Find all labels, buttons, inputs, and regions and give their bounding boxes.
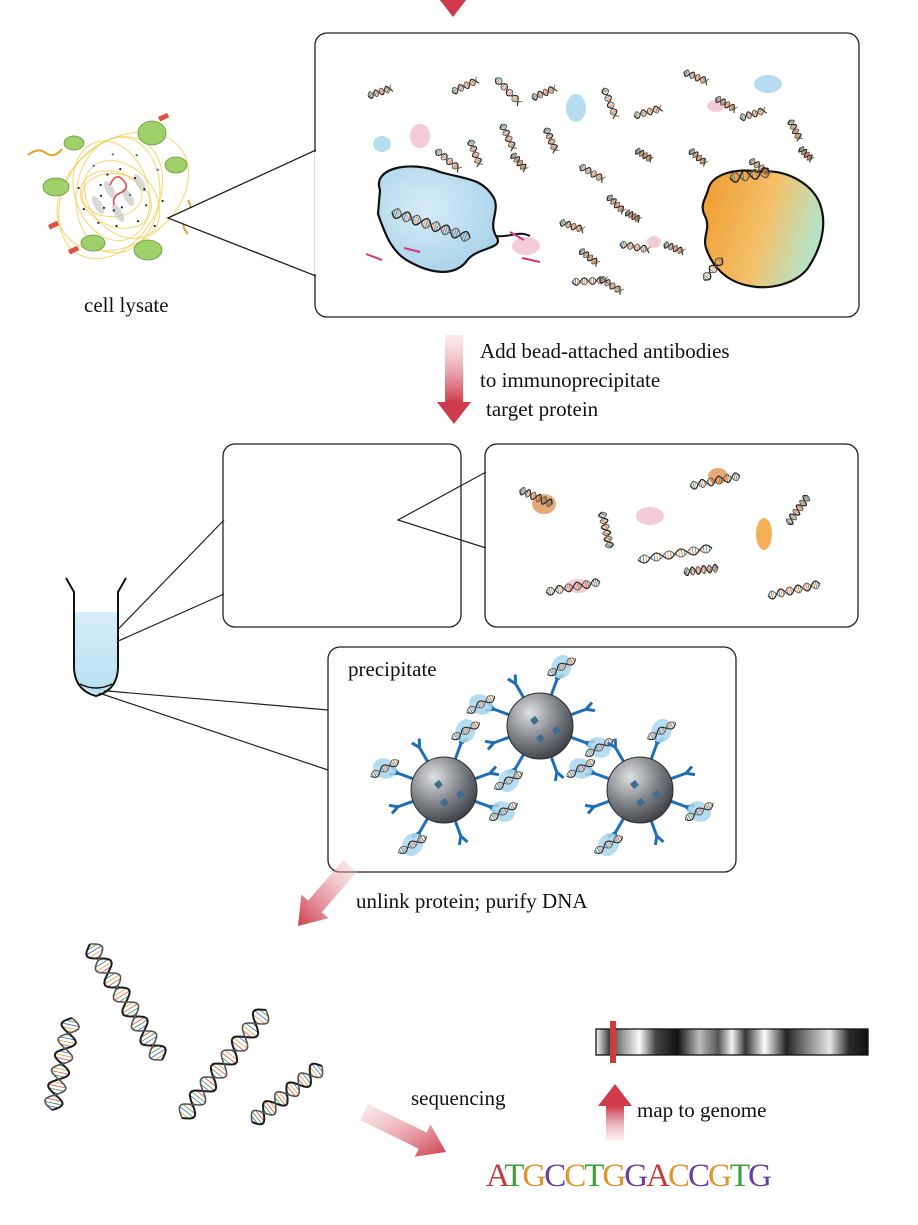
protein-icon (636, 507, 664, 525)
protein-icon (756, 518, 772, 550)
sequence-letter: T (504, 1158, 522, 1194)
arrow-head (436, 0, 470, 17)
callout-tube-line (96, 690, 328, 710)
sequence-letter: T (584, 1158, 602, 1194)
arrow-shaft (445, 335, 463, 402)
sequencing-label: sequencing (411, 1084, 505, 1113)
dot (136, 154, 138, 156)
cell-lysate-label: cell lysate (84, 291, 169, 320)
organelle (43, 178, 69, 196)
protein-icon (566, 94, 586, 122)
sequence-letter: C (688, 1158, 708, 1194)
dot (100, 184, 102, 186)
dot (100, 195, 102, 197)
add-antibodies-label-line1: Add bead-attached antibodies (480, 337, 730, 366)
protein-icon (512, 237, 540, 255)
organelle (138, 121, 166, 145)
dot (143, 188, 145, 190)
sequence-letter: A (486, 1158, 504, 1194)
organelle (134, 240, 162, 260)
sequence-letter: G (748, 1158, 770, 1194)
genome-bar-icon (596, 1029, 868, 1055)
dot (161, 200, 163, 202)
add-antibodies-label-line3: target protein (486, 395, 598, 424)
protein-icon (410, 124, 430, 148)
protein-icon (647, 236, 661, 248)
dna-sequence: ATGCCTGGACCGTG (486, 1158, 770, 1195)
tube-liquid (75, 612, 117, 694)
dot (119, 168, 121, 170)
map-to-genome-label: map to genome (637, 1096, 766, 1125)
bead-sphere (411, 757, 477, 823)
dot (93, 165, 95, 167)
dna-helix-icon (86, 944, 165, 1060)
dot (115, 225, 117, 227)
dot (154, 225, 156, 227)
dot (103, 207, 105, 209)
genome-marker (610, 1021, 616, 1063)
sequence-letter: T (730, 1158, 748, 1194)
arrow-map (598, 1084, 632, 1140)
sequence-letter: C (544, 1158, 564, 1194)
arrow-unlink (298, 860, 357, 926)
dna-strand (90, 944, 162, 1060)
dot (157, 169, 159, 171)
arrow-head (598, 1084, 632, 1106)
sequence-letter: G (708, 1158, 730, 1194)
add-antibodies-label-line2: to immunoprecipitate (480, 366, 660, 395)
arrow-top (436, 0, 470, 17)
box-supernatant (485, 444, 858, 627)
sequence-letter: G (624, 1158, 646, 1194)
protein-icon (373, 136, 391, 152)
dot (129, 194, 131, 196)
dna-helix-icon (251, 1064, 322, 1125)
dna-strand (45, 1018, 79, 1110)
protein-icon (754, 75, 782, 93)
dot (121, 206, 123, 208)
dot (97, 222, 99, 224)
sequence-letter: G (522, 1158, 544, 1194)
fragment (158, 113, 169, 122)
callout-top (168, 150, 316, 276)
peptide (28, 149, 62, 155)
organelle (64, 136, 84, 150)
dot (83, 208, 85, 210)
arrow-shaft (606, 1106, 624, 1140)
dna-helix-icon (45, 1018, 79, 1110)
dna-helix-icon (179, 1009, 268, 1118)
sequence-letter: C (564, 1158, 584, 1194)
chromatin (102, 179, 119, 200)
organelle (165, 157, 187, 173)
protein-icon (703, 171, 824, 288)
dot (106, 173, 108, 175)
dna-strand (179, 1010, 268, 1118)
unlink-label: unlink protein; purify DNA (356, 887, 588, 916)
box-lysate (223, 444, 461, 627)
arrow-body (298, 860, 357, 926)
tube-icon (66, 578, 126, 696)
dot (112, 153, 114, 155)
sequence-letter: A (646, 1158, 668, 1194)
arrow-immunoprecipitate (437, 335, 471, 424)
dot (145, 204, 147, 206)
dot (78, 187, 80, 189)
bead-sphere (607, 757, 673, 823)
sequence-letter: C (668, 1158, 688, 1194)
sequence-letter: G (602, 1158, 624, 1194)
chromatin (120, 186, 137, 207)
chromatin (110, 202, 127, 223)
dot (137, 220, 139, 222)
dot (113, 209, 115, 211)
cell-lysate-top (28, 107, 212, 277)
organelle (81, 235, 105, 251)
callout-tube-line (96, 692, 328, 770)
fragment (48, 221, 59, 230)
arrow-head (437, 402, 471, 424)
precipitate-label: precipitate (348, 655, 437, 684)
dot (134, 177, 136, 179)
bead-sphere (507, 693, 573, 759)
